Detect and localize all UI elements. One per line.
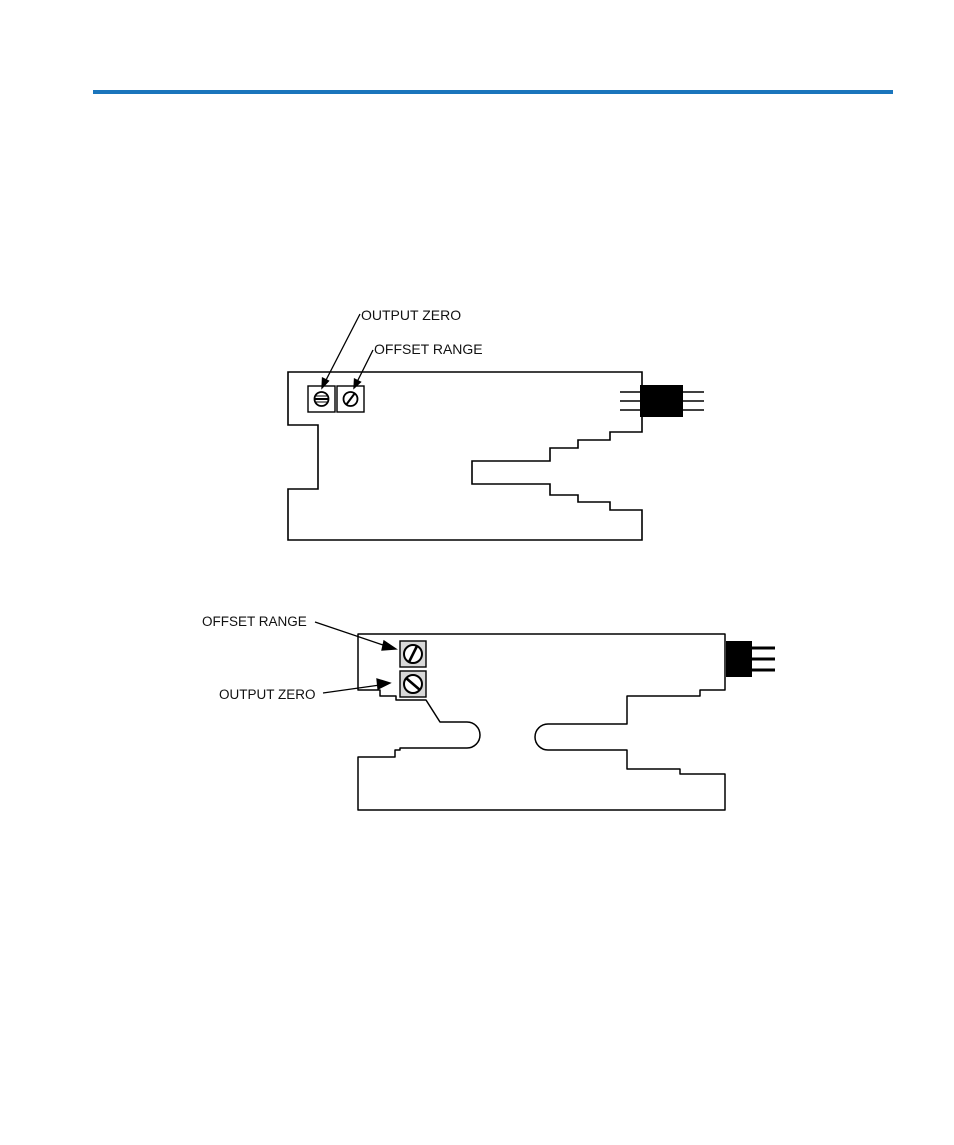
top-sensor-figure: OUTPUT ZERO OFFSET RANGE <box>288 307 704 540</box>
top-offset-range-label: OFFSET RANGE <box>374 341 483 357</box>
output-zero-pot[interactable] <box>308 386 335 412</box>
bottom-offset-range-pot[interactable] <box>400 641 426 667</box>
bottom-output-zero-label: OUTPUT ZERO <box>219 687 316 702</box>
offset-range-pot[interactable] <box>337 386 364 412</box>
bottom-output-zero-pot[interactable] <box>400 671 426 697</box>
bottom-sensor-figure: OFFSET RANGE OUTPUT ZERO <box>202 614 775 810</box>
bottom-offset-range-label: OFFSET RANGE <box>202 614 307 629</box>
bottom-connector <box>726 641 775 677</box>
top-output-zero-label: OUTPUT ZERO <box>361 307 461 323</box>
